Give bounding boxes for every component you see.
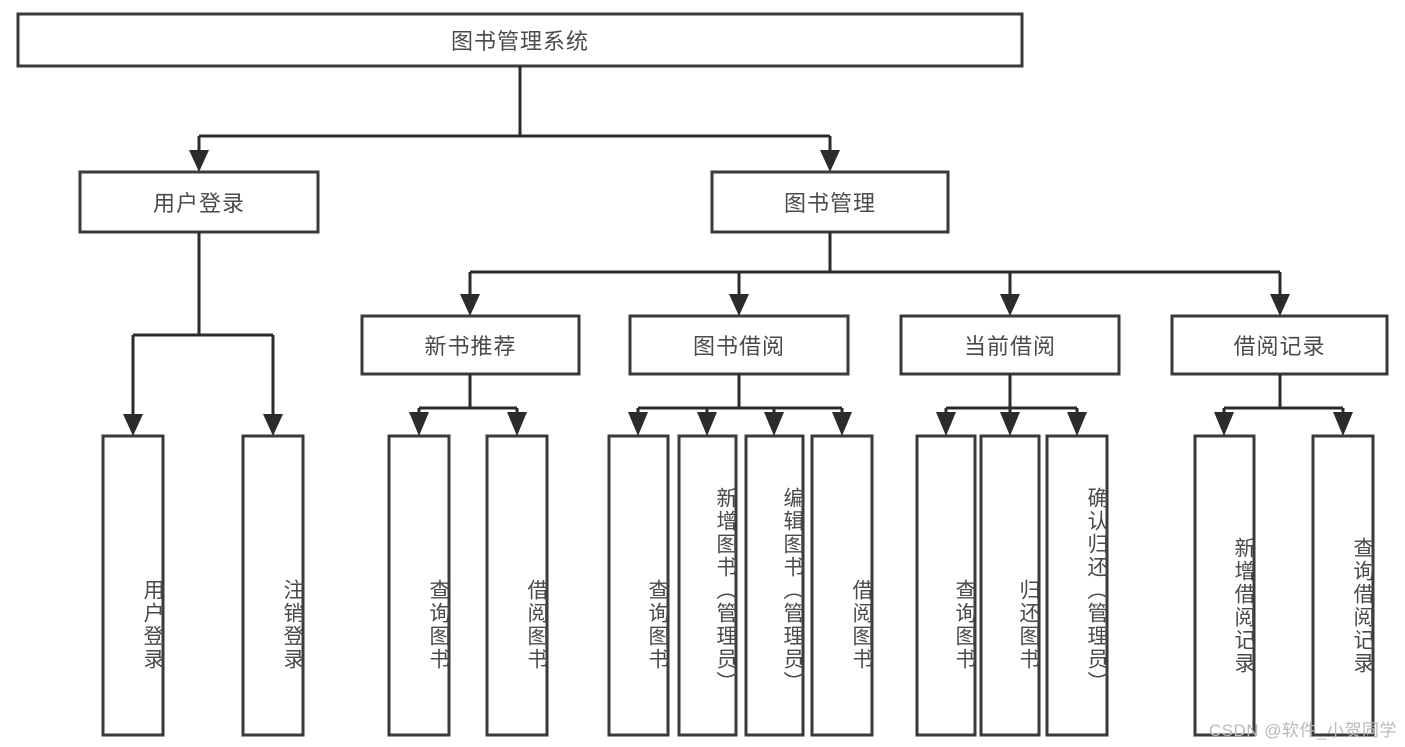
- leaf-box-borrow-book[interactable]: [810, 434, 874, 737]
- arrowhead-to-user-login: [189, 150, 209, 172]
- arrowhead-to-book-borrow: [729, 294, 749, 316]
- arrowhead-to-new-book-recommend: [460, 294, 480, 316]
- connector-root-bus: [197, 66, 832, 152]
- node-boxes: [16, 12, 1389, 737]
- arrowhead-to-leaf-return-book: [1000, 412, 1020, 436]
- leaf-box-add-borrow-record[interactable]: [1193, 434, 1256, 737]
- node-box-book-borrow[interactable]: [628, 314, 850, 376]
- arrowhead-to-leaf-borrow-book: [832, 412, 852, 436]
- arrowhead-to-leaf-logout-login: [263, 414, 283, 436]
- node-box-root[interactable]: [16, 12, 1024, 68]
- arrowhead-to-leaf-add-borrow-record: [1214, 412, 1234, 436]
- arrowhead-to-leaf-add-book-admin: [697, 412, 717, 436]
- arrowhead-to-borrow-record: [1270, 294, 1290, 316]
- leaf-box-query-borrow-record[interactable]: [1311, 434, 1375, 737]
- arrowhead-to-leaf-user-login: [123, 414, 143, 436]
- arrowhead-to-leaf-confirm-return-admin: [1067, 412, 1087, 436]
- connector-bookborrow-bus: [636, 374, 844, 416]
- leaf-box-logout-login[interactable]: [241, 434, 305, 737]
- arrowhead-to-leaf-edit-book-admin: [764, 412, 784, 436]
- connector-borrowrecord-bus: [1222, 374, 1345, 416]
- connector-bookmgmt-bus: [468, 232, 1282, 296]
- leaf-box-borrow-book-rec[interactable]: [485, 434, 549, 737]
- arrowhead-to-leaf-query-borrow-record: [1333, 412, 1353, 436]
- arrowhead-to-leaf-query-book-current: [936, 412, 956, 436]
- leaf-box-edit-book-admin[interactable]: [744, 434, 805, 737]
- watermark-text: CSDN @软件_小贺同学: [1208, 721, 1397, 740]
- leaf-box-confirm-return-admin[interactable]: [1045, 434, 1109, 737]
- leaf-box-add-book-admin[interactable]: [677, 434, 738, 737]
- leaf-box-return-book[interactable]: [979, 434, 1041, 737]
- arrowhead-to-leaf-query-book-rec: [409, 412, 429, 436]
- node-box-borrow-record[interactable]: [1170, 314, 1389, 376]
- leaf-box-user-login[interactable]: [101, 434, 165, 737]
- arrowhead-to-current-borrow: [1000, 294, 1020, 316]
- arrowhead-to-book-management: [820, 150, 840, 172]
- leaf-box-query-book-current[interactable]: [915, 434, 977, 737]
- arrowhead-to-leaf-query-book-borrow: [628, 412, 648, 436]
- leaf-box-query-book-borrow[interactable]: [607, 434, 670, 737]
- arrowhead-to-leaf-borrow-book-rec: [507, 412, 527, 436]
- connector-currentborrow-bus: [944, 374, 1079, 416]
- connectors: [123, 66, 1353, 436]
- leaf-box-query-book-rec[interactable]: [387, 434, 451, 737]
- node-box-user-login[interactable]: [78, 170, 320, 234]
- connector-userlogin-bus: [131, 232, 275, 416]
- connector-recommend-bus: [417, 374, 519, 416]
- node-box-current-borrow[interactable]: [899, 314, 1121, 376]
- node-box-new-book-recommend[interactable]: [360, 314, 581, 376]
- node-box-book-management[interactable]: [710, 170, 950, 234]
